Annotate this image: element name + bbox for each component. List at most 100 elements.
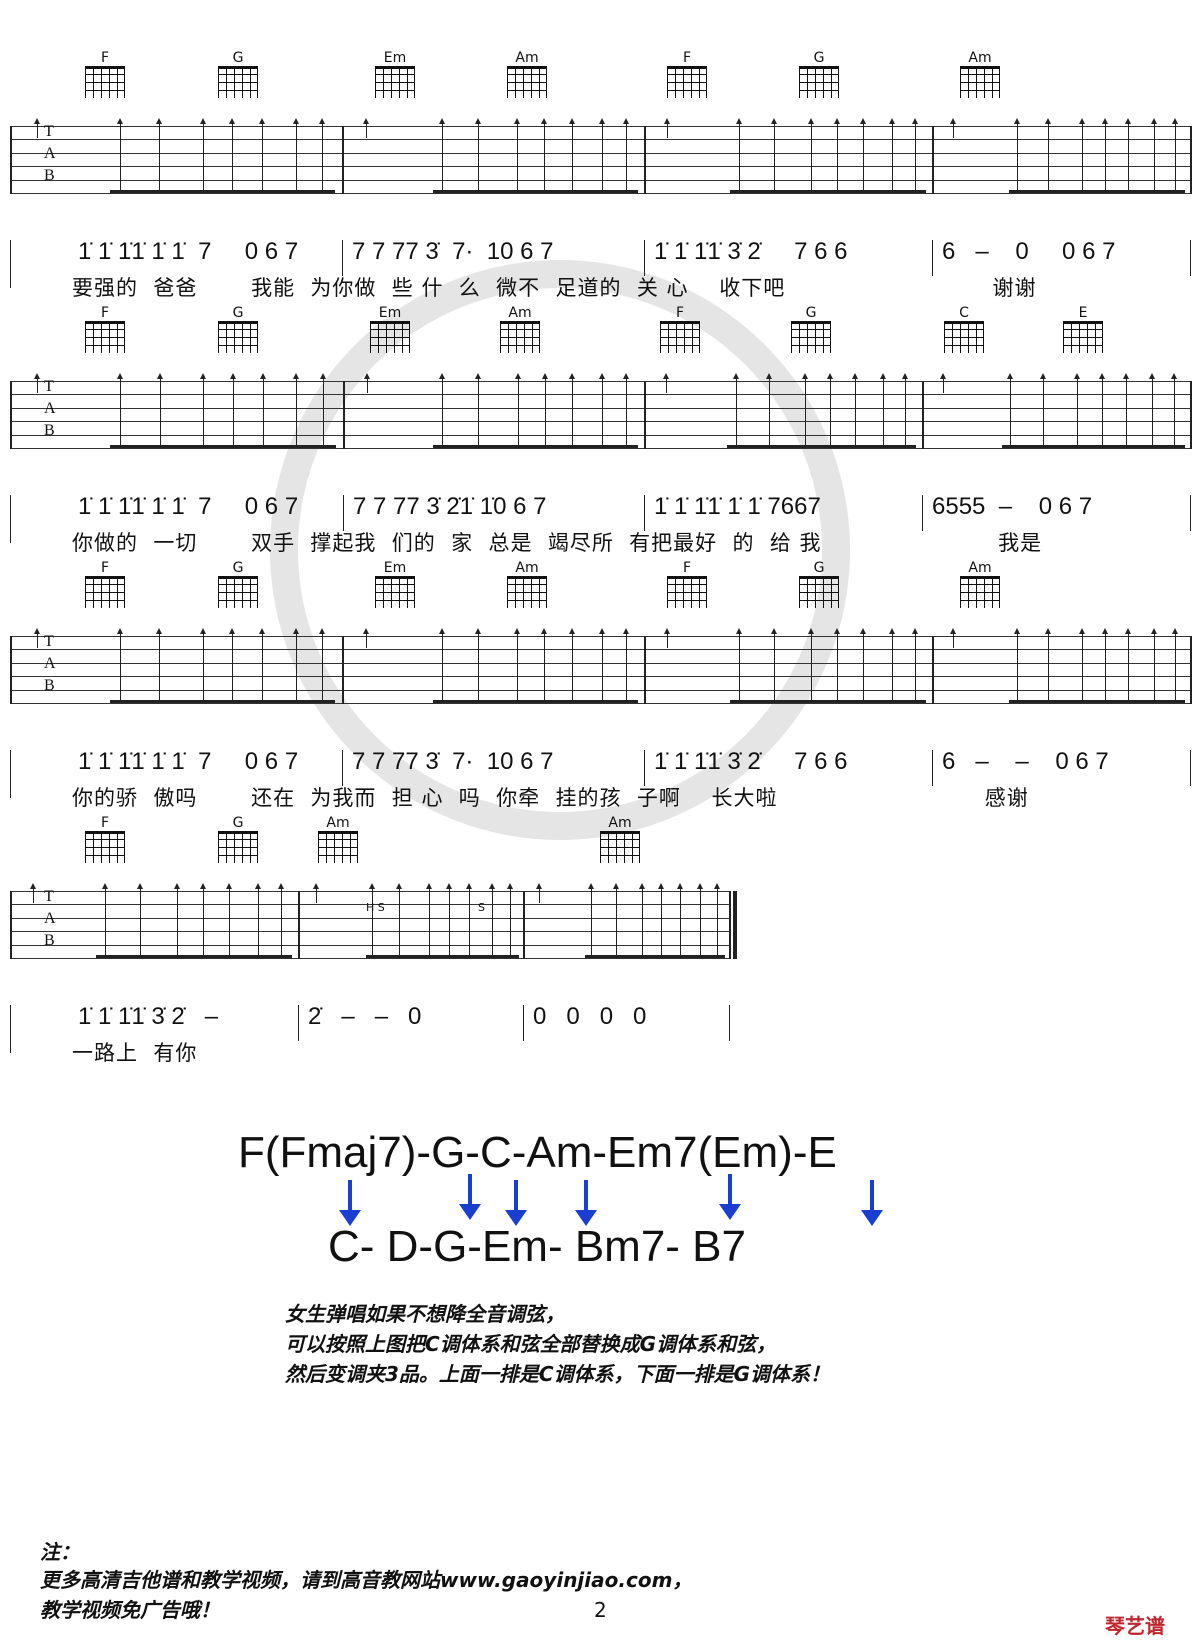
chord-name: Am: [508, 305, 532, 321]
strum-arrow-icon: [320, 373, 327, 445]
strum-arrow-icon: [229, 118, 236, 190]
strum-arrow-icon: [949, 118, 956, 138]
strum-arrow-icon: [598, 628, 605, 700]
line-start: [10, 750, 11, 798]
lyrics-line: 一路上 有你: [72, 1041, 198, 1065]
strum-arrow-icon: [225, 883, 232, 955]
strum-arrow-icon: [474, 118, 481, 190]
bar-line: [644, 636, 646, 704]
line-start: [10, 1005, 11, 1053]
chord-name: G: [232, 560, 244, 576]
final-bar-line: [733, 891, 737, 959]
staff-line: [10, 689, 1190, 691]
strum-arrow-icon: [369, 883, 376, 955]
strum-arrow-icon: [1074, 373, 1081, 445]
chord-diagram: F: [657, 305, 703, 353]
lyrics-line: 要强的 爸爸 我能 为你做 些 什 么 微不 足道的 关 心 收下吧 谢谢: [72, 276, 1037, 300]
numbered-notation-measure: 7 7 77 3̇ 7· 10 6 7: [352, 238, 554, 265]
strum-arrow-icon: [1150, 118, 1157, 190]
strum-arrow-icon: [568, 118, 575, 190]
chord-grid: [318, 831, 358, 863]
strum-arrow-icon: [33, 628, 40, 648]
strum-arrow-icon: [1045, 118, 1052, 190]
strum-arrow-icon: [902, 373, 909, 445]
strum-arrow-icon: [587, 883, 594, 955]
strum-arrow-icon: [466, 883, 472, 955]
logo: 琴艺谱: [1105, 1614, 1165, 1638]
strum-arrow-icon: [425, 883, 432, 955]
strum-arrow-icon: [808, 628, 815, 700]
strum-arrow-icon: [1098, 373, 1105, 445]
chord-name: Em: [383, 50, 407, 66]
chord-name: Am: [968, 50, 992, 66]
notation-bar-line: [644, 750, 645, 786]
strum-arrow-icon: [568, 628, 575, 700]
strum-arrow-icon: [1149, 373, 1156, 445]
strum-arrow-icon: [1078, 628, 1085, 700]
footer-line: 更多高清吉他谱和教学视频，请到高音教网站www.gaoyinjiao.com，: [40, 1568, 693, 1592]
strum-arrow-icon: [438, 628, 445, 700]
staff-line: [10, 139, 1190, 141]
staff-line: [10, 891, 729, 892]
strum-arrow-icon: [1014, 628, 1021, 700]
notation-bar-line: [729, 1005, 730, 1041]
bar-line: [298, 891, 300, 959]
chord-diagram: G: [788, 305, 834, 353]
notation-bar-line: [932, 240, 933, 276]
strum-arrow-icon: [940, 373, 947, 393]
staff-line: [10, 381, 1190, 382]
bar-line: [10, 891, 12, 959]
chord-name: G: [232, 815, 244, 831]
chord-diagram: Em: [372, 560, 418, 608]
chord-name: G: [232, 305, 244, 321]
bar-line: [10, 126, 12, 194]
numbered-notation-measure: 1̇ 1̇ 1̇1̇ 1̇ 1̇ 7667: [654, 493, 821, 520]
chord-name: Am: [515, 50, 539, 66]
bar-line: [10, 381, 12, 449]
strum-arrow-icon: [697, 883, 704, 955]
beam: [365, 955, 519, 958]
strum-arrow-icon: [888, 628, 895, 700]
strum-arrow-icon: [911, 628, 918, 700]
beam: [727, 445, 917, 448]
chord-diagram: G: [215, 815, 261, 863]
chord-grid: [375, 576, 415, 608]
strum-arrow-icon: [713, 883, 720, 955]
strum-arrow-icon: [116, 373, 123, 445]
chord-diagram: Am: [497, 305, 543, 353]
arrow-down-icon: [505, 1180, 527, 1226]
strum-arrow-icon: [506, 883, 513, 955]
strum-arrow-icon: [622, 118, 629, 190]
strum-arrow-icon: [230, 373, 237, 445]
strum-arrow-icon: [1039, 373, 1046, 445]
strum-arrow-icon: [541, 118, 548, 190]
notation-bar-line: [342, 750, 343, 786]
tab-letter: T: [44, 633, 54, 650]
bar-line: [342, 636, 344, 704]
chord-diagram: C: [941, 305, 987, 353]
strum-arrow-icon: [888, 118, 895, 190]
staff-line: [10, 958, 729, 959]
strum-arrow-icon: [598, 373, 605, 445]
chord-grid: [960, 576, 1000, 608]
chord-grid: [218, 321, 258, 353]
strum-arrow-icon: [475, 373, 482, 445]
chord-progression-g: C- D-G-Em- Bm7- B7: [328, 1222, 746, 1271]
strum-arrow-icon: [676, 883, 683, 955]
numbered-notation-measure: 1̇ 1̇ 1̇1̇ 3̇ 2̇ 7 6 6: [654, 238, 848, 265]
bar-line: [1190, 126, 1192, 194]
strum-arrow-icon: [1122, 373, 1129, 445]
strum-arrow-icon: [229, 628, 236, 700]
chord-grid: [85, 66, 125, 98]
footer-line: 教学视频免广告哦！: [40, 1598, 220, 1622]
chord-grid: [507, 576, 547, 608]
chord-grid: [85, 576, 125, 608]
chord-diagram: G: [796, 50, 842, 98]
chord-diagram: Am: [957, 50, 1003, 98]
lyrics-line: 你做的 一切 双手 撑起我 们的 家 总是 竭尽所 有把最好 的 给 我 我是: [72, 531, 1043, 555]
strum-arrow-icon: [736, 628, 743, 700]
footer-label: 注：: [40, 1540, 80, 1564]
strum-arrow-icon: [364, 373, 371, 393]
strum-arrow-icon: [664, 628, 671, 648]
